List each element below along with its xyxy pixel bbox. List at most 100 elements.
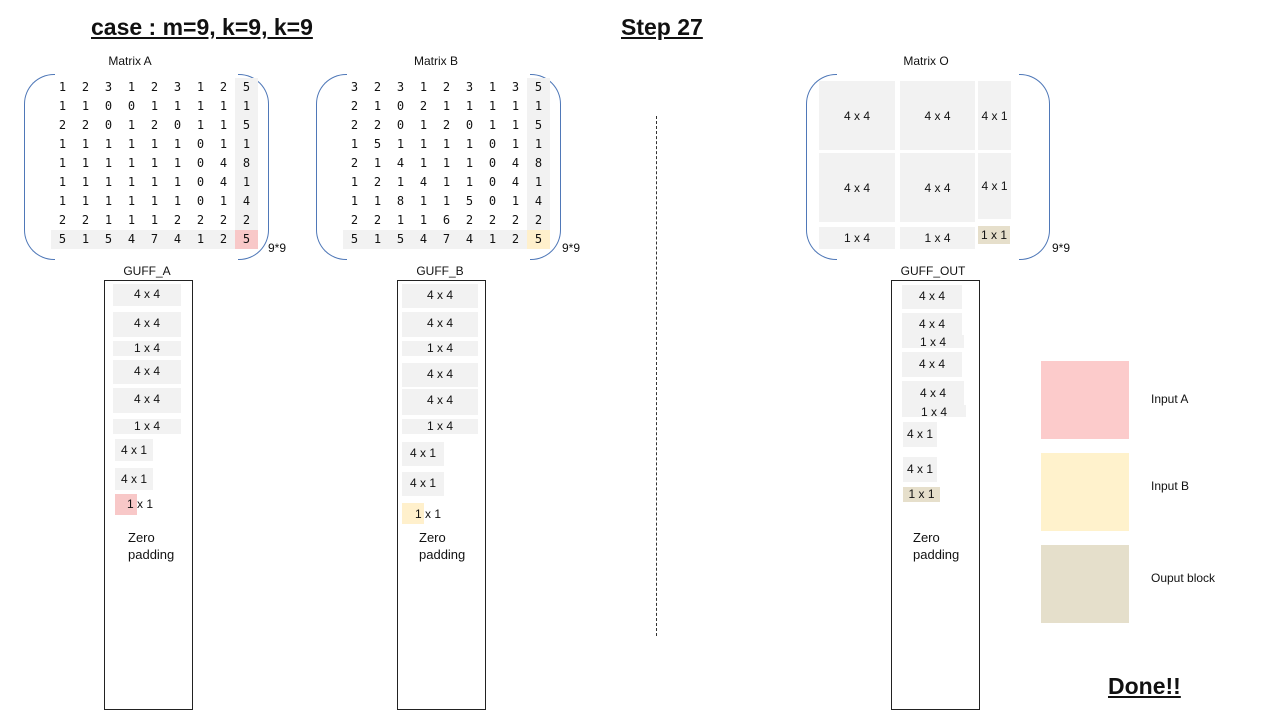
matrix-cell: 1 [465,156,474,170]
matrix-cell: 1 [127,137,136,151]
guff-out-block: 4 x 4 [902,285,962,309]
guff-b-block: 4 x 4 [402,389,478,415]
matrix-o-label: Matrix O [903,54,949,68]
matrix-cell: 0 [196,137,205,151]
matrix-cell: 1 [373,99,382,113]
matrix-cell: 0 [104,118,113,132]
matrix-cell: 1 [235,97,258,116]
matrix-cell: 1 [81,99,90,113]
matrix-cell: 1 [350,137,359,151]
matrix-cell: 1 [442,156,451,170]
guff-a-zero-padding: Zero padding [128,529,174,563]
matrix-cell: 1 [465,137,474,151]
matrix-cell: 4 [511,156,520,170]
matrix-cell: 1 [219,194,228,208]
matrix-cell: 4 [166,230,189,249]
padding-text: padding [913,547,960,562]
guff-out-label: GUFF_OUT [900,264,966,278]
matrix-cell: 1 [442,194,451,208]
matrix-cell: 2 [81,80,90,94]
dashed-separator [656,116,657,636]
guff-a-block: 1 x 4 [113,341,181,356]
guff-out-block: 4 x 4 [902,381,964,405]
matrix-cell: 1 [104,194,113,208]
guff-out-block: 4 x 1 [903,457,937,482]
guff-b-current-highlight [402,503,424,524]
matrix-cell: 3 [465,80,474,94]
matrix-o-block: 4 x 4 [900,153,975,222]
matrix-cell: 5 [373,137,382,151]
matrix-o-block: 4 x 4 [819,153,895,222]
guff-a-block-current: 1 x 1 [127,497,154,511]
matrix-cell: 0 [196,156,205,170]
matrix-cell: 1 [527,173,550,192]
matrix-cell: 0 [465,118,474,132]
matrix-cell: 4 [511,175,520,189]
matrix-o-right-bracket [1019,74,1050,260]
guff-b-block: 1 x 4 [402,419,478,434]
matrix-cell: 1 [511,137,520,151]
matrix-cell: 2 [527,211,550,230]
matrix-cell: 6 [442,213,451,227]
guff-out-block-current: 1 x 1 [903,487,940,502]
matrix-cell: 1 [81,137,90,151]
matrix-cell: 1 [74,230,97,249]
matrix-cell: 1 [196,99,205,113]
matrix-cell: 1 [488,118,497,132]
matrix-o-block: 1 x 4 [900,227,975,249]
matrix-cell: 0 [488,175,497,189]
guff-b-block: 4 x 1 [402,472,444,496]
zero-text: Zero [128,530,155,545]
matrix-cell: 2 [511,213,520,227]
matrix-cell: 1 [58,99,67,113]
matrix-cell: 1 [396,213,405,227]
matrix-cell: 1 [104,156,113,170]
matrix-cell: 5 [389,230,412,249]
matrix-cell: 2 [350,118,359,132]
matrix-cell: 1 [465,175,474,189]
case-title: case : m=9, k=9, k=9 [91,14,313,40]
matrix-cell: 5 [343,230,366,249]
matrix-cell: 2 [81,118,90,132]
matrix-cell: 1 [373,156,382,170]
matrix-cell: 1 [173,175,182,189]
legend-input-b-swatch [1041,453,1129,531]
matrix-cell: 5 [235,230,258,249]
matrix-cell: 1 [488,80,497,94]
matrix-o-block: 1 x 4 [819,227,895,249]
matrix-cell: 5 [51,230,74,249]
matrix-cell: 1 [196,118,205,132]
matrix-cell: 1 [58,137,67,151]
matrix-cell: 1 [81,194,90,208]
matrix-o-block: 4 x 4 [900,81,975,150]
matrix-o-block: 4 x 1 [978,153,1011,219]
matrix-cell: 2 [442,80,451,94]
matrix-cell: 2 [58,118,67,132]
matrix-cell: 2 [373,118,382,132]
zero-text: Zero [419,530,446,545]
matrix-cell: 1 [350,175,359,189]
guff-b-zero-padding: Zero padding [419,529,465,563]
matrix-cell: 1 [488,99,497,113]
matrix-cell: 1 [104,175,113,189]
matrix-cell: 7 [435,230,458,249]
matrix-cell: 5 [235,116,258,135]
guff-b-block-current: 1 x 1 [415,507,442,521]
matrix-cell: 1 [442,175,451,189]
matrix-cell: 8 [235,154,258,173]
matrix-cell: 4 [419,175,428,189]
matrix-cell: 4 [458,230,481,249]
matrix-o-block-current: 1 x 1 [978,226,1010,244]
matrix-cell: 0 [127,99,136,113]
matrix-cell: 1 [150,213,159,227]
matrix-cell: 2 [373,213,382,227]
matrix-a-label: Matrix A [108,54,152,68]
matrix-cell: 4 [219,175,228,189]
matrix-cell: 5 [97,230,120,249]
matrix-cell: 7 [143,230,166,249]
matrix-cell: 0 [396,118,405,132]
matrix-cell: 1 [58,194,67,208]
legend-input-a-swatch [1041,361,1129,439]
matrix-cell: 1 [419,213,428,227]
